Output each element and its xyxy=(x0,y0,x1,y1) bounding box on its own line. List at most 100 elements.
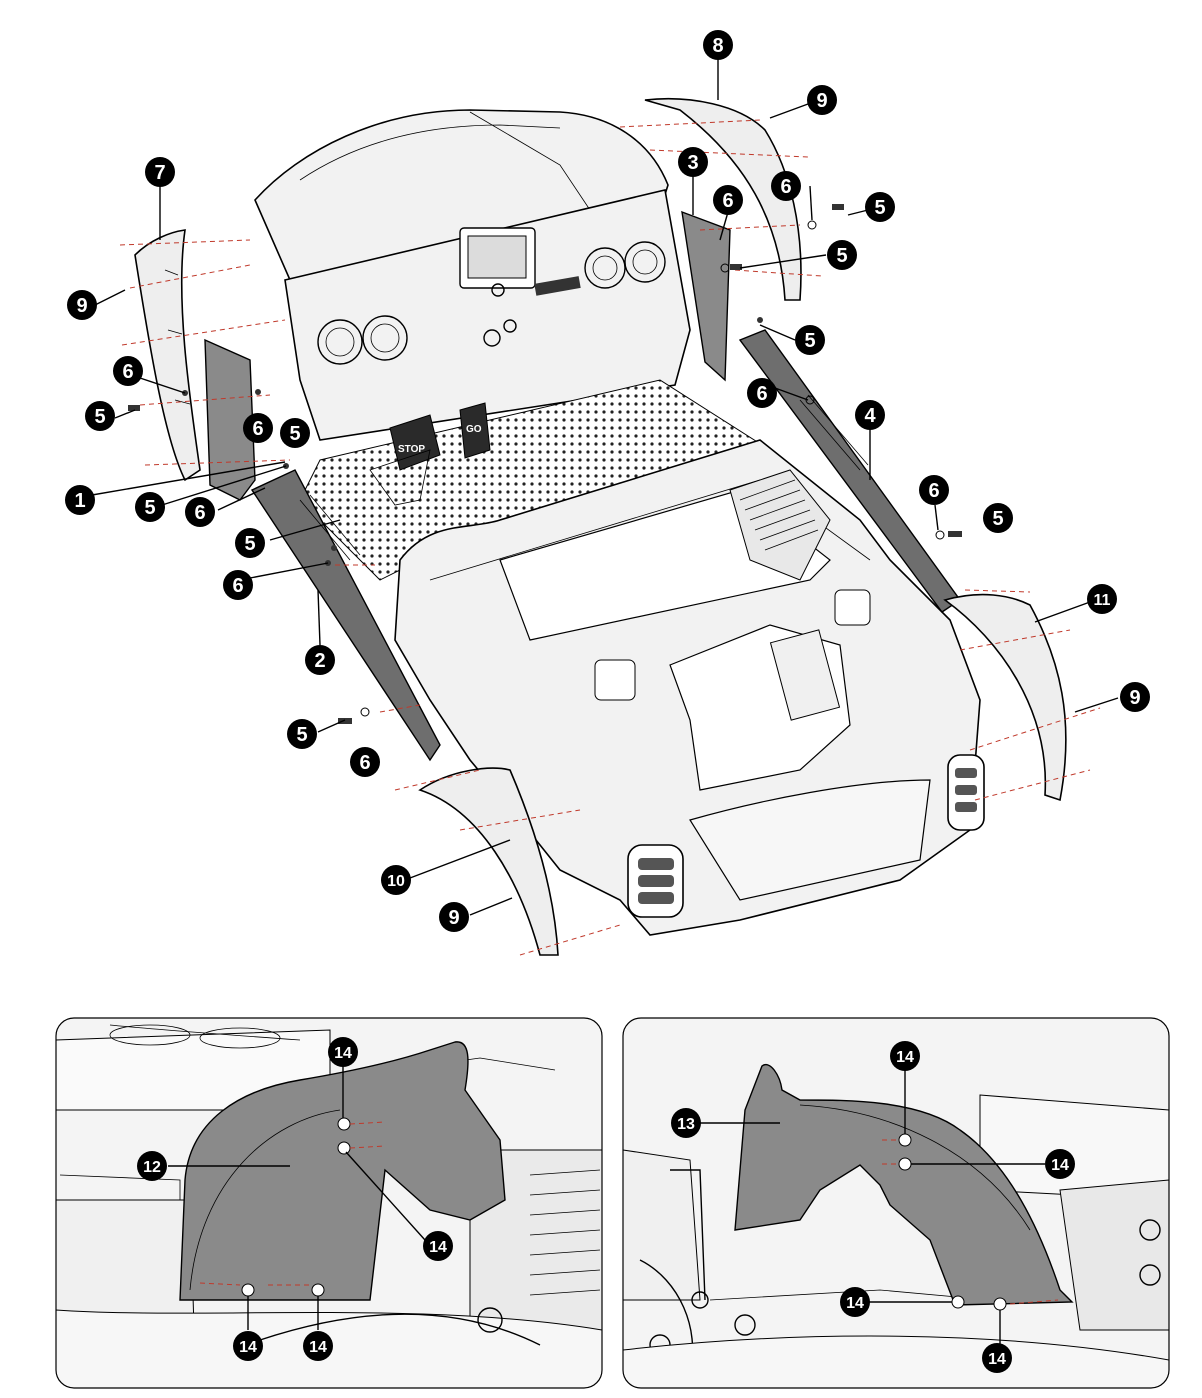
callout-14: 14 xyxy=(328,1037,358,1067)
callout-6: 6 xyxy=(747,378,777,408)
svg-text:6: 6 xyxy=(722,190,733,212)
callout-5: 5 xyxy=(795,325,825,355)
callout-9: 9 xyxy=(67,290,97,320)
svg-text:5: 5 xyxy=(836,245,847,267)
callout-5: 5 xyxy=(135,492,165,522)
svg-text:14: 14 xyxy=(896,1049,914,1066)
callout-14: 14 xyxy=(423,1231,453,1261)
svg-text:14: 14 xyxy=(309,1339,327,1356)
svg-text:5: 5 xyxy=(144,497,155,519)
svg-text:5: 5 xyxy=(804,330,815,352)
svg-text:6: 6 xyxy=(780,176,791,198)
callout-2: 2 xyxy=(305,645,335,675)
callout-4: 4 xyxy=(855,400,885,430)
callout-9: 9 xyxy=(807,85,837,115)
svg-text:6: 6 xyxy=(756,383,767,405)
tail-light-left xyxy=(627,844,684,918)
cart-body: STOP GO xyxy=(254,109,985,936)
svg-text:3: 3 xyxy=(687,152,698,174)
svg-text:14: 14 xyxy=(239,1339,257,1356)
callout-5: 5 xyxy=(865,192,895,222)
callout-6: 6 xyxy=(223,570,253,600)
svg-text:14: 14 xyxy=(846,1295,864,1312)
inner-fender-liner-left xyxy=(179,1041,506,1301)
svg-text:1: 1 xyxy=(74,490,85,512)
callout-13: 13 xyxy=(671,1108,701,1138)
callout-6: 6 xyxy=(771,171,801,201)
side-panel-left xyxy=(204,338,256,501)
callout-14: 14 xyxy=(840,1287,870,1317)
callout-6: 6 xyxy=(713,185,743,215)
callout-6: 6 xyxy=(243,413,273,443)
svg-text:6: 6 xyxy=(928,480,939,502)
callout-5: 5 xyxy=(85,401,115,431)
svg-text:9: 9 xyxy=(1129,687,1140,709)
callout-14: 14 xyxy=(982,1343,1012,1373)
front-fender-right xyxy=(644,97,802,301)
svg-text:5: 5 xyxy=(289,423,300,445)
tail-light-right xyxy=(947,754,985,831)
cup-holders xyxy=(317,241,666,365)
callout-5: 5 xyxy=(280,418,310,448)
assembly-guide-lines xyxy=(119,119,1101,956)
svg-text:5: 5 xyxy=(992,508,1003,530)
callout-7: 7 xyxy=(145,157,175,187)
svg-text:9: 9 xyxy=(816,90,827,112)
callout-1: 1 xyxy=(65,485,95,515)
go-pedal-label: GO xyxy=(466,424,482,435)
callout-5: 5 xyxy=(827,240,857,270)
svg-text:5: 5 xyxy=(94,406,105,428)
svg-text:5: 5 xyxy=(296,724,307,746)
callout-6: 6 xyxy=(919,475,949,505)
callout-10: 10 xyxy=(381,865,411,895)
inset-left: 12 14 14 14 14 xyxy=(55,1017,603,1389)
svg-text:8: 8 xyxy=(712,35,723,57)
callout-14: 14 xyxy=(303,1331,333,1361)
callout-14: 14 xyxy=(1045,1149,1075,1179)
svg-text:9: 9 xyxy=(448,907,459,929)
callout-14: 14 xyxy=(890,1041,920,1071)
callouts-main: 7 8 9 3 6 6 5 5 9 5 6 6 5 4 6 5 6 1 5 6 … xyxy=(65,30,1150,932)
svg-text:14: 14 xyxy=(988,1351,1006,1368)
svg-text:5: 5 xyxy=(244,533,255,555)
svg-text:6: 6 xyxy=(359,752,370,774)
controller-heatsink xyxy=(729,469,831,581)
svg-text:4: 4 xyxy=(864,405,876,427)
svg-text:9: 9 xyxy=(76,295,87,317)
callout-3: 3 xyxy=(678,147,708,177)
svg-text:6: 6 xyxy=(122,361,133,383)
callout-6: 6 xyxy=(350,747,380,777)
rear-fender-left xyxy=(418,767,559,956)
leader-lines xyxy=(91,58,1119,916)
svg-text:2: 2 xyxy=(314,650,325,672)
fasteners xyxy=(128,204,962,724)
callout-12: 12 xyxy=(137,1151,167,1181)
callout-9: 9 xyxy=(1120,682,1150,712)
rear-fender-right xyxy=(943,593,1067,802)
svg-text:10: 10 xyxy=(387,873,405,890)
svg-text:12: 12 xyxy=(143,1159,161,1176)
callout-9: 9 xyxy=(439,902,469,932)
callout-5: 5 xyxy=(983,503,1013,533)
svg-text:13: 13 xyxy=(677,1116,695,1133)
callout-6: 6 xyxy=(113,356,143,386)
svg-text:14: 14 xyxy=(1051,1157,1069,1174)
callout-5: 5 xyxy=(235,528,265,558)
callout-5: 5 xyxy=(287,719,317,749)
svg-text:11: 11 xyxy=(1094,592,1111,609)
callout-6: 6 xyxy=(185,497,215,527)
side-panel-right xyxy=(681,210,731,382)
callout-14: 14 xyxy=(233,1331,263,1361)
rocker-panel-left xyxy=(250,469,441,762)
svg-text:6: 6 xyxy=(252,418,263,440)
svg-text:14: 14 xyxy=(429,1239,447,1256)
callout-8: 8 xyxy=(703,30,733,60)
svg-text:6: 6 xyxy=(232,575,243,597)
svg-text:14: 14 xyxy=(334,1045,352,1062)
svg-text:6: 6 xyxy=(194,502,205,524)
inset-right: 13 14 14 14 14 xyxy=(622,1017,1170,1389)
inner-fender-liner-right xyxy=(734,1063,1074,1306)
callout-11: 11 xyxy=(1087,584,1117,614)
svg-text:5: 5 xyxy=(874,197,885,219)
